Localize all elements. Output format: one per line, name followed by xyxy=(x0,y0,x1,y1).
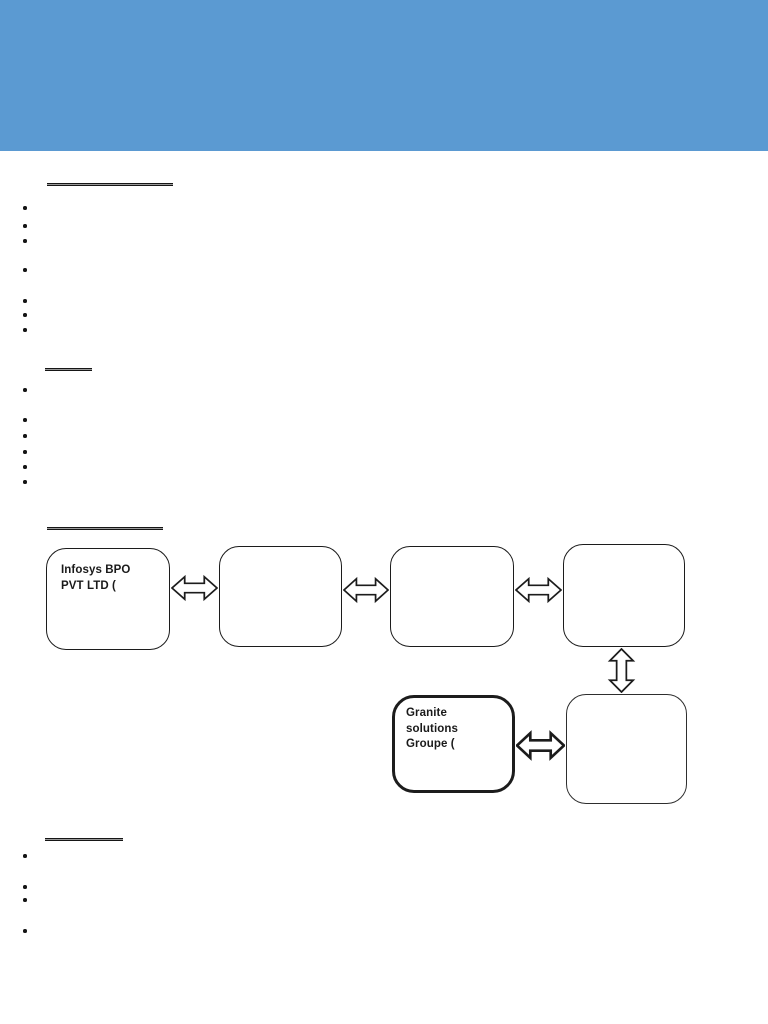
header-band xyxy=(0,0,768,151)
bullet-icon xyxy=(23,898,27,902)
up-down-arrow-icon xyxy=(605,648,638,693)
flow-box-granite xyxy=(392,695,515,793)
left-right-arrow-icon xyxy=(171,573,218,603)
section-2-heading-underline xyxy=(45,368,92,371)
flow-box-infosys-label: Infosys BPO PVT LTD ( xyxy=(61,564,131,592)
bullet-icon xyxy=(23,328,27,332)
flow-box-2 xyxy=(219,546,342,647)
flow-box-granite-label: Granite solutions Groupe ( xyxy=(406,707,459,750)
section-4-heading-underline xyxy=(45,838,123,841)
bullet-icon xyxy=(23,313,27,317)
bullet-icon xyxy=(23,854,27,858)
bullet-icon xyxy=(23,434,27,438)
bullet-icon xyxy=(23,418,27,422)
section-1-heading-underline xyxy=(47,183,173,186)
flow-box-infosys xyxy=(46,548,170,650)
left-right-arrow-icon xyxy=(515,575,562,605)
left-right-arrow-icon xyxy=(343,575,389,605)
section-3-heading-underline xyxy=(47,527,163,530)
flow-box-4 xyxy=(563,544,685,647)
bullet-icon xyxy=(23,224,27,228)
left-right-arrow-icon xyxy=(516,729,565,762)
bullet-icon xyxy=(23,268,27,272)
bullet-icon xyxy=(23,465,27,469)
bullet-icon xyxy=(23,885,27,889)
bullet-icon xyxy=(23,388,27,392)
bullet-icon xyxy=(23,239,27,243)
bullet-icon xyxy=(23,929,27,933)
bullet-icon xyxy=(23,480,27,484)
bullet-icon xyxy=(23,299,27,303)
flow-box-6 xyxy=(566,694,687,804)
flow-box-3 xyxy=(390,546,514,647)
bullet-icon xyxy=(23,206,27,210)
bullet-icon xyxy=(23,450,27,454)
